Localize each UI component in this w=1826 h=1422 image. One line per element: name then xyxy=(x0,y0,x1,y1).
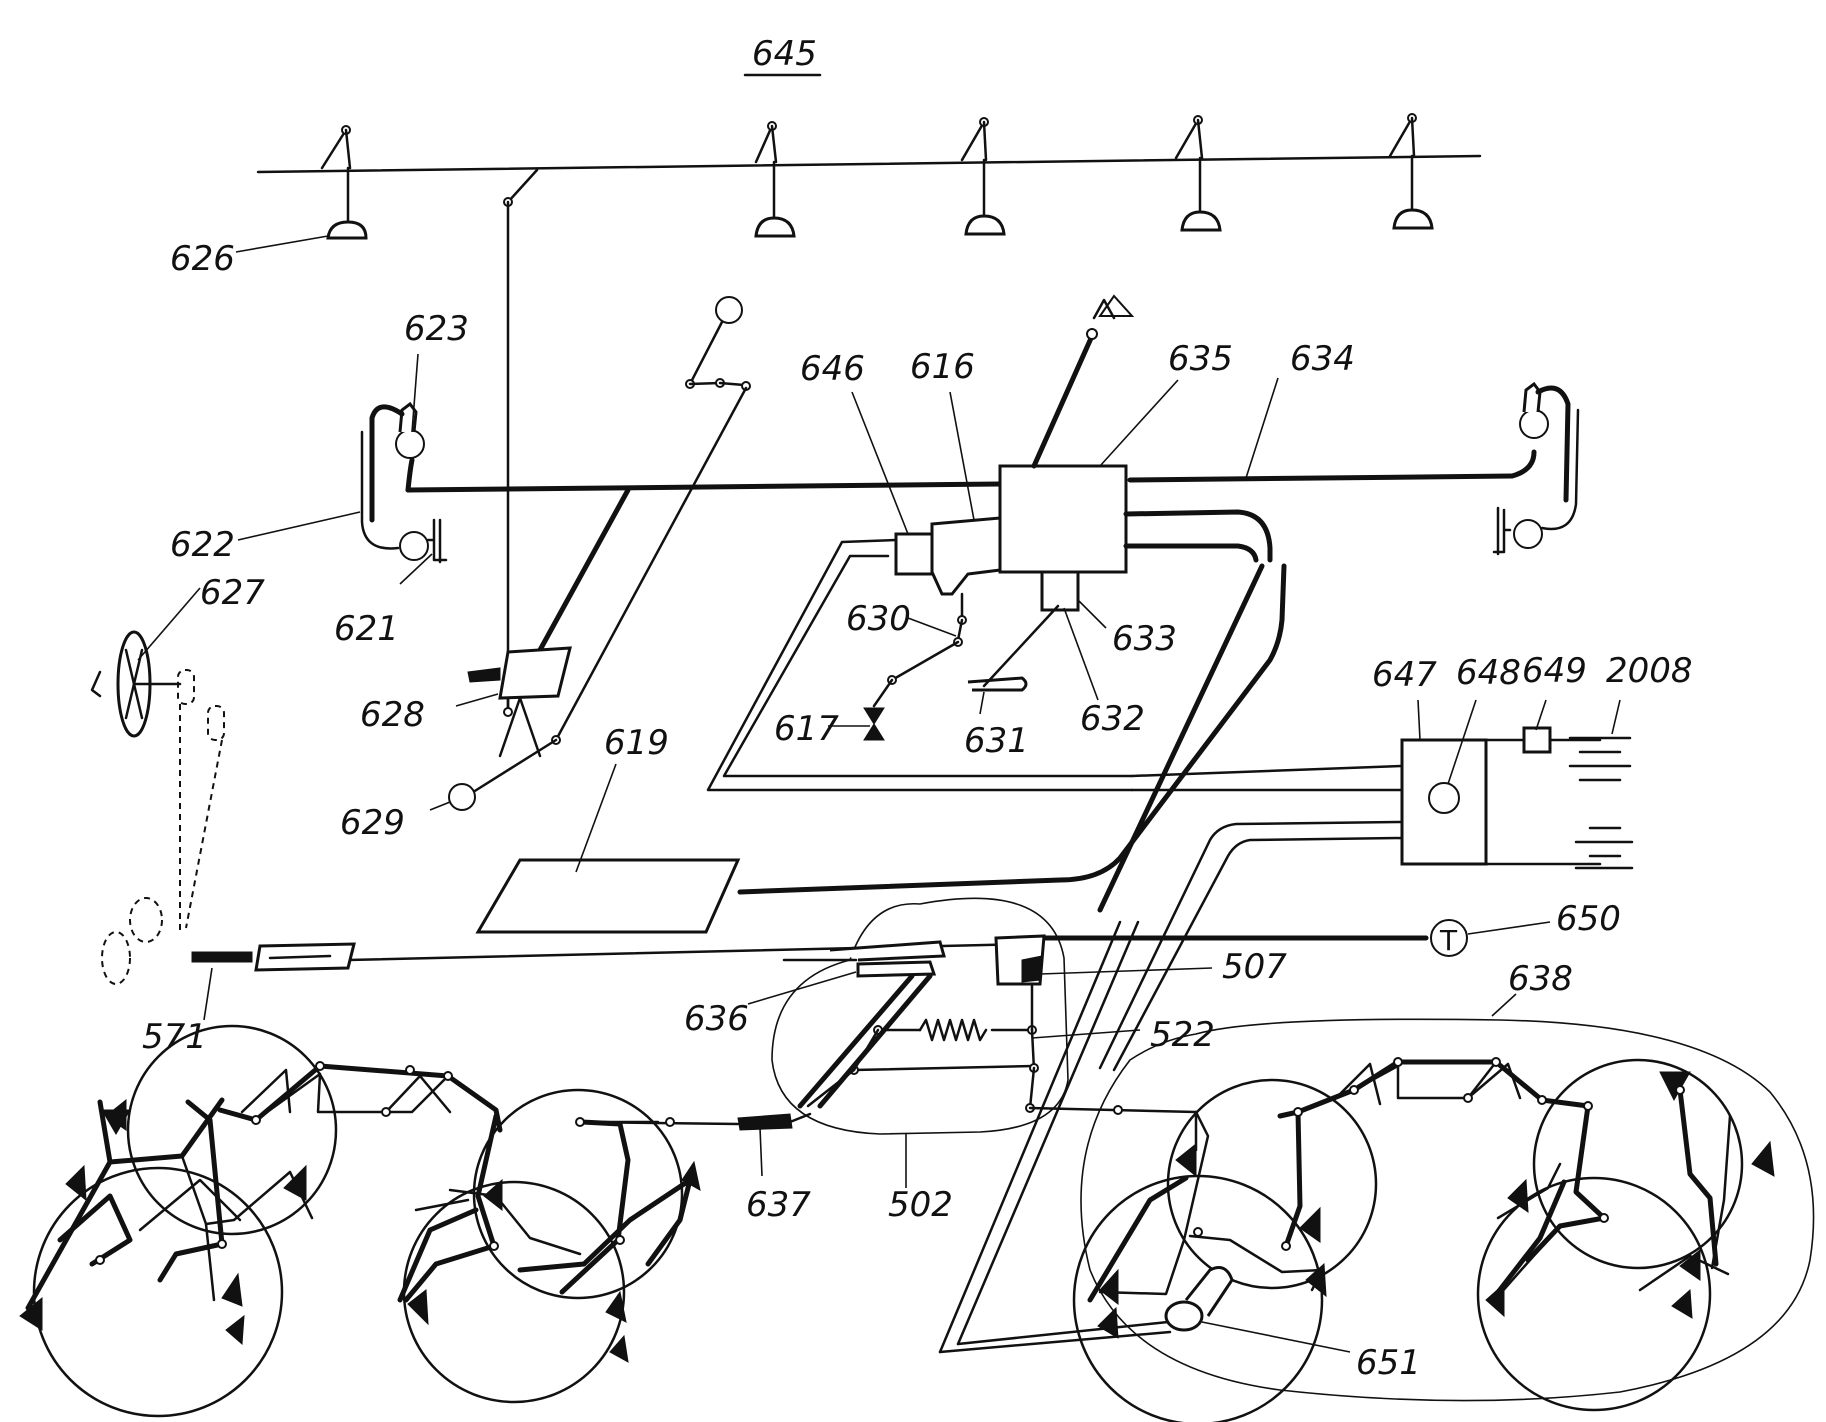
label-622: 622 xyxy=(170,525,235,565)
label-628: 628 xyxy=(360,695,425,735)
sprinkler-head xyxy=(960,117,1006,236)
label-635: 635 xyxy=(1168,339,1233,379)
ground-symbol-2008 xyxy=(1568,736,1634,870)
box-646 xyxy=(894,532,934,576)
label-631: 631 xyxy=(964,721,1029,761)
right-wheel-assembly-638 xyxy=(938,1018,1815,1422)
control-box-635 xyxy=(998,464,1128,574)
control-unit-635 xyxy=(706,294,1287,913)
motor-571 xyxy=(90,630,356,985)
hopper-616 xyxy=(930,516,1002,596)
roller-651 xyxy=(1164,1300,1204,1332)
sprinkler-head xyxy=(1174,115,1222,232)
overhead-sprinkler-line xyxy=(256,113,1482,714)
label-646: 646 xyxy=(800,349,865,389)
label-619: 619 xyxy=(604,723,669,763)
label-637: 637 xyxy=(746,1185,811,1225)
sprinkler-head xyxy=(754,121,796,238)
label-647: 647 xyxy=(1372,655,1437,695)
left-wheel-assembly xyxy=(19,1024,701,1418)
label-648: 648 xyxy=(1456,653,1521,693)
sprinkler-head xyxy=(320,125,368,240)
main-pipe-634 xyxy=(360,381,1580,564)
labels: 626 623 622 621 627 628 629 646 616 635 … xyxy=(142,239,1693,1383)
label-571: 571 xyxy=(142,1017,207,1057)
label-651: 651 xyxy=(1356,1343,1421,1383)
label-630: 630 xyxy=(846,599,911,639)
unit-647 xyxy=(938,726,1634,1354)
spring-522 xyxy=(918,1018,988,1042)
label-632: 632 xyxy=(1080,699,1145,739)
label-629: 629 xyxy=(340,803,405,843)
label-502: 502 xyxy=(888,1185,953,1225)
figure-title: 645 xyxy=(752,34,817,74)
sprinkler-head xyxy=(1388,113,1434,230)
box-619 xyxy=(475,858,741,934)
label-649: 649 xyxy=(1522,651,1587,691)
thermometer-icon xyxy=(1430,919,1468,957)
label-633: 633 xyxy=(1112,619,1177,659)
circle-648 xyxy=(1428,782,1460,814)
label-650: 650 xyxy=(1556,899,1621,939)
label-507: 507 xyxy=(1222,947,1287,987)
leader-lines xyxy=(137,235,1621,1353)
label-626: 626 xyxy=(170,239,235,279)
label-623: 623 xyxy=(404,309,469,349)
label-621: 621 xyxy=(334,609,399,649)
svg-text:T: T xyxy=(1439,924,1458,957)
lever-assembly xyxy=(448,296,751,811)
label-634: 634 xyxy=(1290,339,1355,379)
label-522: 522 xyxy=(1150,1015,1215,1055)
label-627: 627 xyxy=(200,573,265,613)
module-502 xyxy=(576,897,1198,1135)
label-617: 617 xyxy=(774,709,839,749)
box-649 xyxy=(1522,726,1552,754)
valve-617-icon xyxy=(863,707,885,741)
label-636: 636 xyxy=(684,999,749,1039)
title-group: 645 xyxy=(743,34,822,77)
box-633 xyxy=(1040,570,1080,612)
label-2008: 2008 xyxy=(1606,651,1693,691)
box-628 xyxy=(498,646,572,700)
label-616: 616 xyxy=(910,347,975,387)
label-638: 638 xyxy=(1508,959,1573,999)
